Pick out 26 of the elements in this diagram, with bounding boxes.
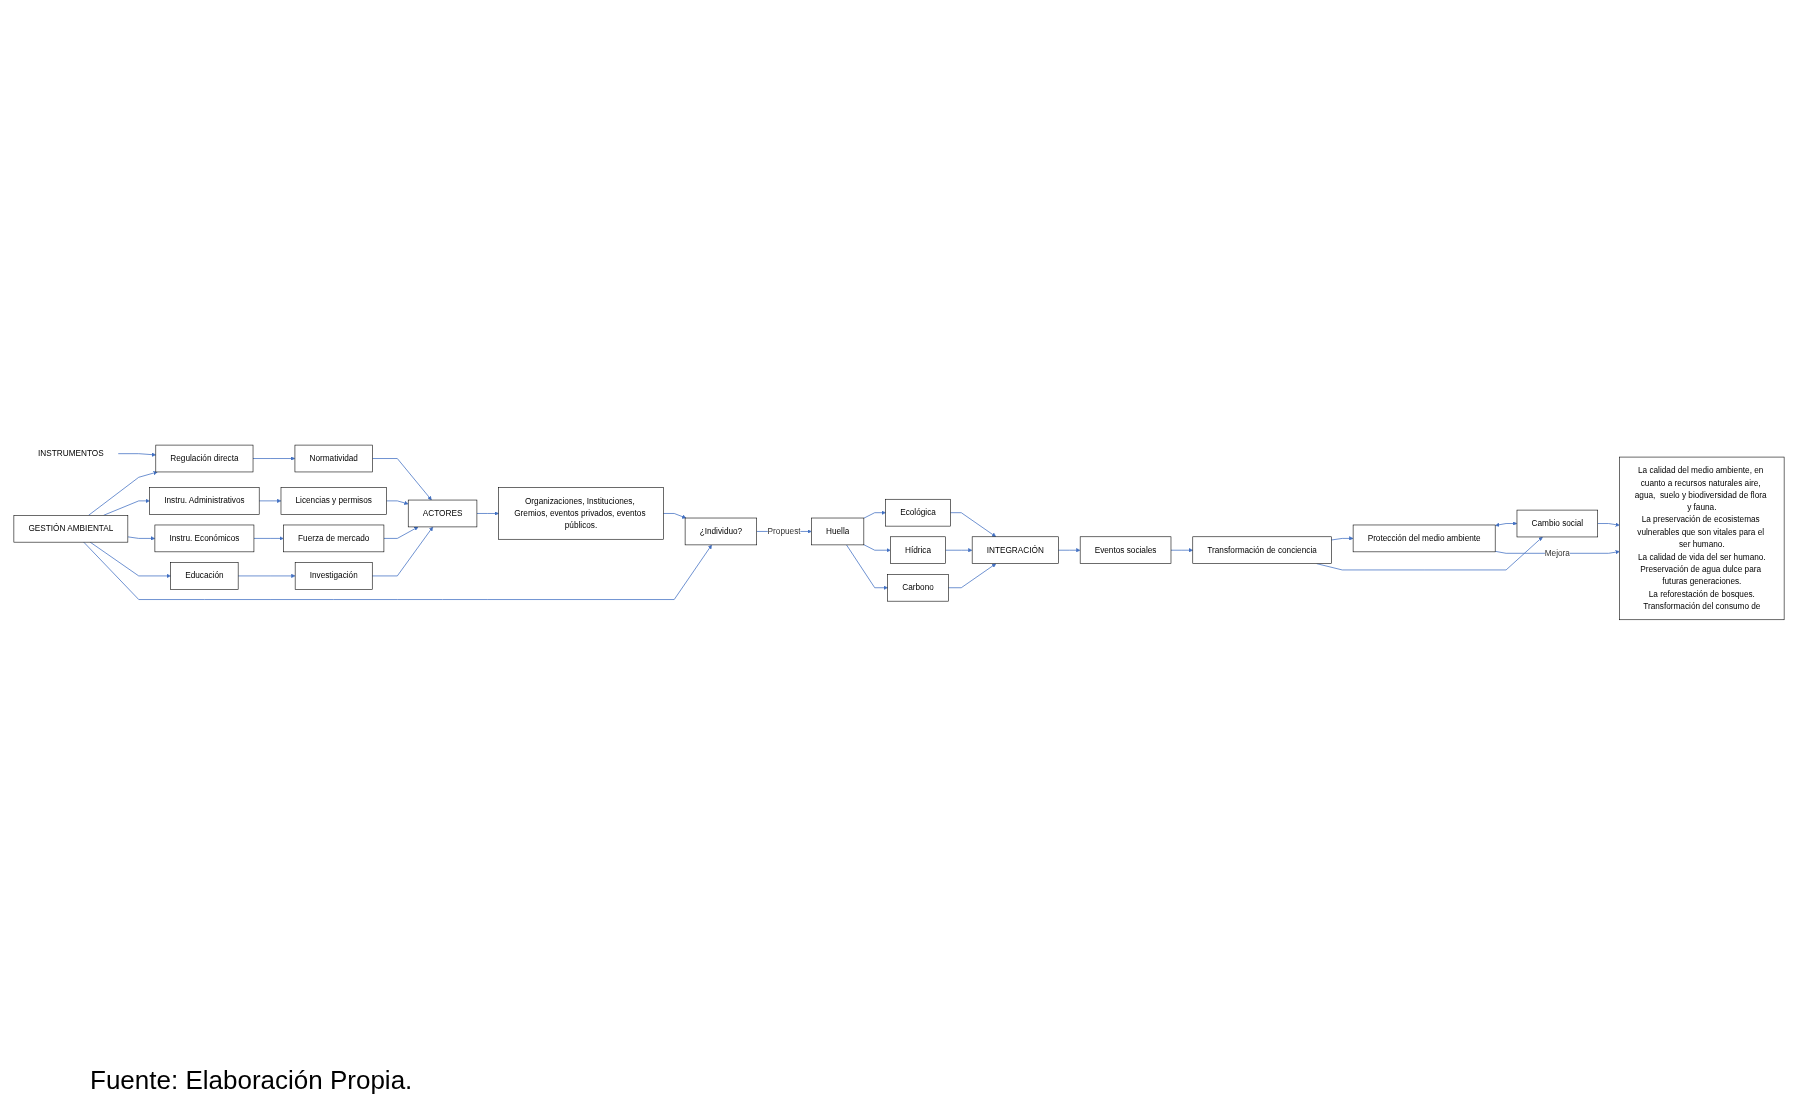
node-box: GESTIÓN AMBIENTAL xyxy=(13,515,129,543)
node-box: Regulación directa xyxy=(155,444,254,473)
node-box: Huella xyxy=(811,517,865,546)
node-box: Organizaciones, Instituciones, Gremios, eventos privados, eventos públicos. xyxy=(498,487,664,540)
caption: Fuente: Elaboración Propia. xyxy=(90,1065,413,1096)
node-box: Hídrica xyxy=(890,536,946,564)
node-box: Carbono xyxy=(887,574,949,602)
node-box: Fuerza de mercado xyxy=(283,524,385,553)
node-box: Cambio social xyxy=(1516,509,1598,538)
node-box: Educación xyxy=(170,562,239,590)
edge-label: Propuest xyxy=(767,526,801,536)
node-box: Transformación de conciencia xyxy=(1192,536,1332,564)
node-box: Ecológica xyxy=(885,498,951,527)
node-box: INTEGRACIÓN xyxy=(971,536,1059,564)
edge-label: Mejora xyxy=(1544,548,1570,558)
node-box: La calidad del medio ambiente, en cuanto a recursos naturales aire, agua, suelo y biodiversidad de flora y fauna. La preservación de ecosistemas vulnerables que son vitales para el ser humano. La calidad de vida del ser humano. Preservación de agua dulce para futuras generaciones. La reforestación de bosques. Transformación del consumo de xyxy=(1619,456,1785,621)
node-box: Investigación xyxy=(294,562,373,590)
node-box: Protección del medio ambiente xyxy=(1352,524,1496,553)
node-box: Licencias y permisos xyxy=(280,487,387,515)
node-text: INSTRUMENTOS xyxy=(38,448,104,459)
node-box: Normatividad xyxy=(294,444,373,473)
node-box: ACTORES xyxy=(407,499,478,528)
node-box: ¿Individuo? xyxy=(684,517,757,546)
node-box: Instru. Administrativos xyxy=(149,487,260,515)
node-box: Instru. Económicos xyxy=(154,524,255,553)
node-box: Eventos sociales xyxy=(1079,536,1172,564)
